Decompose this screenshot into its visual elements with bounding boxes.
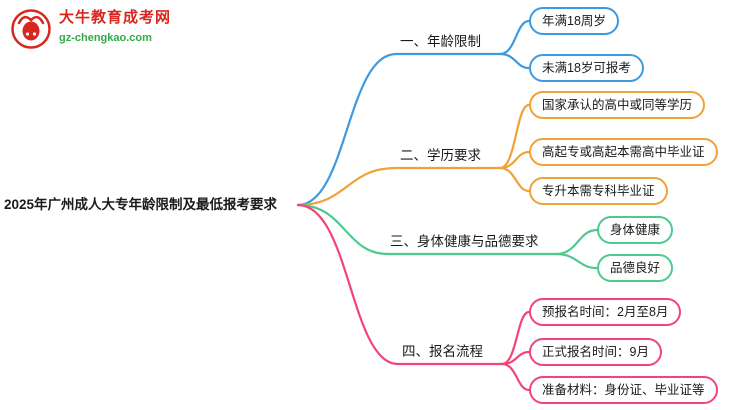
logo-title: 大牛教育成考网 <box>59 9 172 26</box>
leaf-node: 正式报名时间：9月 <box>529 338 662 366</box>
leaf-node: 身体健康 <box>597 216 674 244</box>
logo-domain: gz-chengkao.com <box>59 32 152 44</box>
central-topic: 2025年广州成人大专年龄限制及最低报考要求 <box>4 197 278 212</box>
leaf-node: 未满18岁可报考 <box>529 54 644 82</box>
logo-bull-icon <box>11 9 51 49</box>
leaf-node: 国家承认的高中或同等学历 <box>529 91 706 119</box>
branch-label-registration: 四、报名流程 <box>402 344 483 359</box>
leaf-node: 高起专或高起本需高中毕业证 <box>529 138 718 166</box>
branch-label-age-limit: 一、年龄限制 <box>400 34 481 49</box>
leaf-node: 准备材料：身份证、毕业证等 <box>529 376 718 404</box>
leaf-node: 品德良好 <box>597 254 674 282</box>
logo-text-block: 大牛教育成考网 gz-chengkao.com <box>59 8 171 45</box>
leaf-node: 年满18周岁 <box>529 7 619 35</box>
leaf-node: 专升本需专科毕业证 <box>529 177 668 205</box>
leaf-node: 预报名时间：2月至8月 <box>529 298 682 326</box>
logo: 大牛教育成考网 gz-chengkao.com <box>10 8 171 50</box>
branch-label-health-morality: 三、身体健康与品德要求 <box>390 234 539 249</box>
branch-label-education: 二、学历要求 <box>400 148 481 163</box>
